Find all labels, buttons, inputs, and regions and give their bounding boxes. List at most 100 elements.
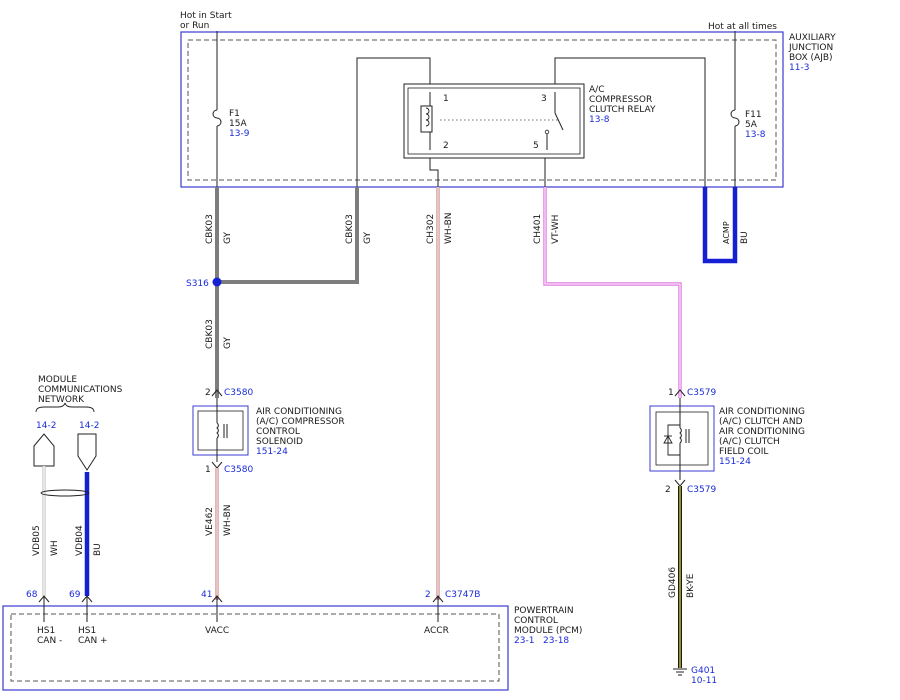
pcm-connector-c3747b[interactable]: C3747B (445, 590, 480, 600)
wire-acmp-color: BU (740, 231, 750, 244)
wire-acmp[interactable] (702, 187, 738, 264)
clutch-label-line4: (A/C) CLUTCH (719, 437, 780, 447)
fuse-f11-ref[interactable]: 13-8 (745, 130, 766, 140)
network-brace (35, 402, 95, 413)
relay-inner-outline (407, 87, 581, 155)
wire-cbk03-color-1: GY (223, 231, 233, 244)
ajb-internal-relay-switch-feed (554, 57, 706, 187)
solenoid-label-line2: (A/C) COMPRESSOR (256, 417, 345, 427)
pcm-pin41: 41 (201, 590, 212, 600)
solenoid-outline (192, 405, 249, 456)
solenoid-pin-bottom: 1 (205, 465, 211, 475)
pcm-accr-label: ACCR (424, 626, 449, 636)
fuse-f11-name: F11 (745, 110, 762, 120)
ajb-label-line1: AUXILIARY (789, 33, 836, 43)
ground-ref[interactable]: 10-11 (691, 676, 717, 686)
clutch-outline (649, 405, 715, 472)
wire-ve462-circuit: VE462 (205, 507, 215, 536)
pcm-label-line1: POWERTRAIN (514, 606, 574, 616)
hot-start-run-label-1: Hot in Start (180, 11, 232, 21)
pcm-inner-outline (10, 613, 500, 682)
ajb-ref[interactable]: 11-3 (789, 63, 809, 73)
clutch-inner (655, 411, 709, 466)
clutch-ref[interactable]: 151-24 (719, 457, 751, 467)
ajb-internal-relay-coil-out (429, 158, 439, 187)
network-connector-right-icon (77, 433, 97, 471)
fuse-f1-symbol (212, 109, 222, 127)
wire-cbk03-circuit-3: CBK03 (205, 319, 215, 349)
solenoid-bottom-connector-arrow (211, 461, 223, 469)
wire-cbk03-color-3: GY (223, 336, 233, 349)
clutch-label-line3: AIR CONDITIONING (719, 427, 805, 437)
pcm-outline (2, 605, 509, 691)
clutch-label-line5: FIELD COIL (719, 447, 768, 457)
network-label-line1: MODULE (38, 375, 77, 385)
fuse-f11-symbol (730, 109, 740, 127)
network-ref-left[interactable]: 14-2 (36, 421, 56, 431)
clutch-label-line2: (A/C) CLUTCH AND (719, 417, 803, 427)
solenoid-top-connector-arrow (211, 389, 223, 397)
pcm-pin68: 68 (26, 590, 38, 600)
solenoid-label-line3: CONTROL (256, 427, 300, 437)
pcm-pin69: 69 (69, 590, 81, 600)
solenoid-label-line1: AIR CONDITIONING (256, 407, 342, 417)
wire-cbk03-circuit-1: CBK03 (205, 214, 215, 244)
clutch-bottom-connector-arrow (674, 479, 686, 487)
wire-gd406-color: BK-YE (686, 573, 696, 598)
twisted-pair-marker (40, 489, 90, 497)
clutch-label-line1: AIR CONDITIONING (719, 407, 805, 417)
fuse-f1-ref[interactable]: 13-9 (229, 129, 250, 139)
ajb-label-line3: BOX (AJB) (789, 53, 833, 63)
relay-coil-winding (425, 107, 430, 127)
splice-s316 (212, 277, 222, 287)
pcm-hs1-minus-label-1: HS1 (37, 626, 55, 636)
pcm-pin2: 2 (425, 590, 431, 600)
wire-vdb04-color: BU (93, 543, 103, 556)
wire-cbk03-circuit-2: CBK03 (345, 214, 355, 244)
network-label-line2: COMMUNICATIONS (38, 385, 123, 395)
solenoid-connector-bottom[interactable]: C3580 (224, 465, 253, 475)
solenoid-label-line4: SOLENOID (256, 437, 303, 447)
relay-label-line1: A/C (589, 85, 604, 95)
network-connector-left-icon (33, 433, 55, 467)
wire-ch401-stripe (544, 187, 681, 398)
wire-vdb05-color: WH (50, 540, 60, 556)
ajb-label-line2: JUNCTION (788, 43, 833, 53)
wire-vdb05-circuit: VDB05 (32, 525, 42, 556)
solenoid-inner (197, 410, 244, 451)
solenoid-connector-top[interactable]: C3580 (224, 388, 253, 398)
wire-ch302-color: WH-BN (444, 213, 454, 245)
clutch-pin-bottom: 2 (665, 485, 671, 495)
solenoid-coil-icon (216, 422, 219, 439)
relay-label-line3: CLUTCH RELAY (589, 105, 656, 115)
pcm-ref1[interactable]: 23-1 (514, 636, 534, 646)
clutch-pin-top: 1 (668, 388, 674, 398)
relay-pin3: 3 (541, 94, 547, 104)
pcm-hs1-plus-label-1: HS1 (78, 626, 96, 636)
pcm-ref2[interactable]: 23-18 (543, 636, 569, 646)
splice-s316-label[interactable]: S316 (186, 279, 209, 289)
ground-name[interactable]: G401 (691, 666, 715, 676)
relay-pin2: 2 (443, 141, 449, 151)
relay-ref[interactable]: 13-8 (589, 115, 610, 125)
wire-cbk03-color-2: GY (363, 231, 373, 244)
clutch-connector-bottom[interactable]: C3579 (687, 485, 716, 495)
hot-start-run-label-2: or Run (180, 21, 209, 31)
solenoid-ref[interactable]: 151-24 (256, 447, 288, 457)
pcm-hs1-minus-label-2: CAN - (37, 636, 62, 646)
clutch-connector-top[interactable]: C3579 (687, 388, 716, 398)
relay-outline (403, 83, 585, 159)
relay-pin5: 5 (533, 141, 539, 151)
wire-ch401-color: VT-WH (551, 215, 561, 244)
pcm-label-line2: CONTROL (514, 616, 558, 626)
wire-ch401-outer[interactable] (543, 187, 682, 398)
network-label-line3: NETWORK (38, 395, 85, 405)
wire-gd406-circuit: GD406 (668, 567, 678, 598)
hot-at-all-times-label: Hot at all times (708, 22, 777, 32)
relay-coil-icon (420, 105, 433, 133)
wire-acmp-circuit: ACMP (722, 221, 731, 244)
clutch-top-connector-arrow (674, 389, 686, 397)
network-ref-right[interactable]: 14-2 (79, 421, 99, 431)
wire-cbk03-right-branch[interactable] (217, 187, 359, 284)
